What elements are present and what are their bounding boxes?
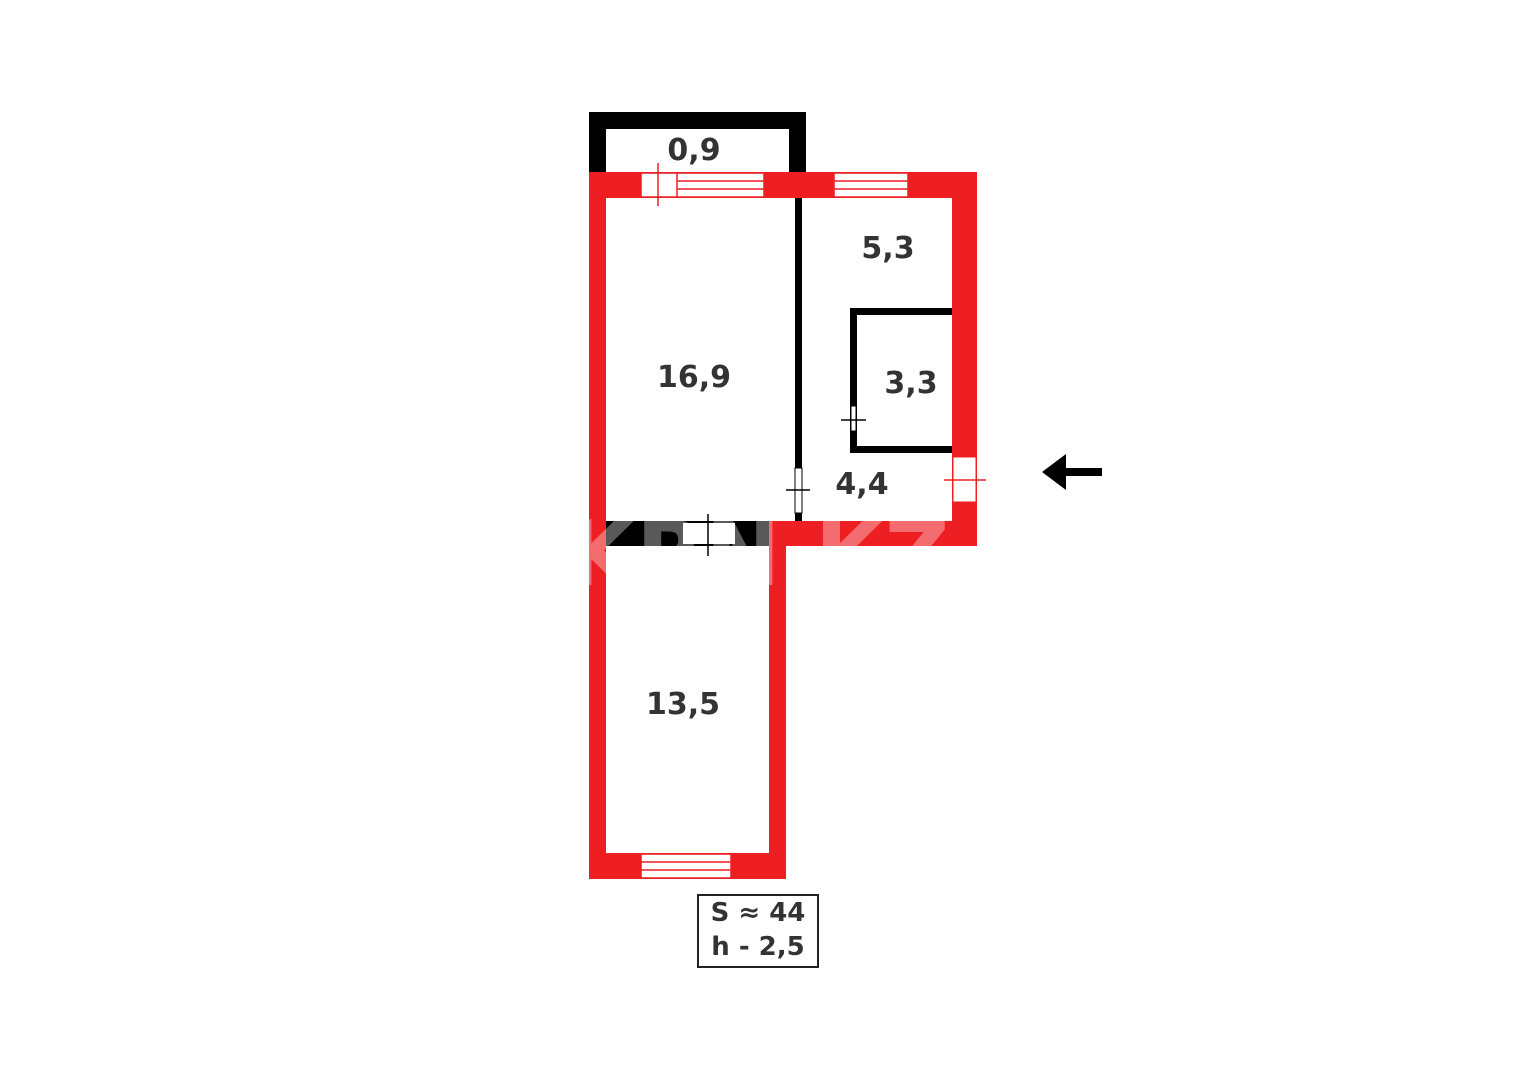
watermark: KRN.KZ (566, 502, 950, 607)
door-bathroom (841, 405, 866, 432)
room-living-area: 16,9 (657, 360, 731, 395)
window-bottom (640, 853, 732, 879)
window-top-right (833, 172, 909, 198)
arrow-left-icon (1042, 454, 1102, 490)
entrance-door (944, 456, 986, 503)
ceiling-height: h - 2,5 (711, 932, 805, 962)
room-bedroom-area: 13,5 (646, 687, 720, 722)
total-area: S ≈ 44 (710, 898, 806, 928)
door-bedroom (683, 514, 735, 556)
room-balcony-area: 0,9 (667, 133, 720, 168)
info-box: S ≈ 44 h - 2,5 (697, 894, 819, 968)
room-kitchen-area: 5,3 (861, 231, 914, 266)
door-hall-living (786, 467, 810, 514)
room-hall-area: 4,4 (835, 467, 888, 502)
window-top-left (640, 163, 765, 206)
balcony-walls (589, 112, 806, 174)
room-bathroom-area: 3,3 (884, 366, 937, 401)
